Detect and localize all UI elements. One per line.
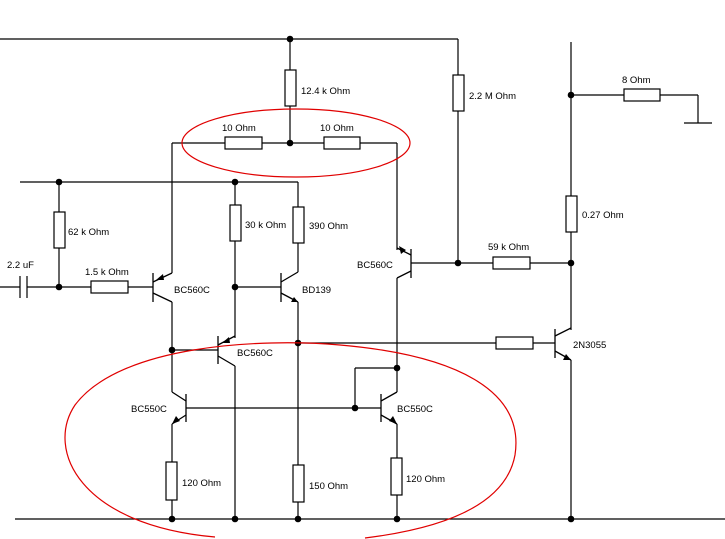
label-r-1k5: 1.5 k Ohm <box>85 267 129 278</box>
resistor-150 <box>292 464 305 519</box>
resistor-3r9 <box>298 336 555 350</box>
label-r-2m2: 2.2 M Ohm <box>469 91 516 102</box>
input-capacitor <box>0 276 91 298</box>
resistor-120-left <box>165 461 178 519</box>
label-r-12k4: 12.4 k Ohm <box>301 86 350 97</box>
transistor-q3 <box>396 246 493 392</box>
label-r-30k: 30 k Ohm <box>245 220 286 231</box>
label-r-62k: 62 k Ohm <box>68 227 109 238</box>
resistor-pair-10-ohm <box>171 136 398 273</box>
label-r-150: 150 Ohm <box>309 481 348 492</box>
label-q-2n3055: 2N3055 <box>573 340 606 351</box>
mid-rail <box>20 181 299 207</box>
label-c-2u2: 2.2 uF <box>7 260 34 271</box>
label-r-8: 8 Ohm <box>622 75 651 86</box>
transistor-q5 <box>354 367 398 458</box>
resistor-59k <box>492 256 571 270</box>
label-r-10-left: 10 Ohm <box>222 123 256 134</box>
transistor-q1 <box>152 272 173 392</box>
label-q-bc560c-3: BC560C <box>357 260 393 271</box>
label-q-bd139: BD139 <box>302 285 331 296</box>
junction-dots <box>55 35 575 523</box>
label-r-390: 390 Ohm <box>309 221 348 232</box>
resistor-1k5 <box>90 280 153 294</box>
resistor-390 <box>292 206 305 272</box>
label-r-0r27: 0.27 Ohm <box>582 210 624 221</box>
label-r-59k: 59 k Ohm <box>488 242 529 253</box>
transistor-q2 <box>172 335 236 519</box>
label-r-10-right: 10 Ohm <box>320 123 354 134</box>
transistor-bd139 <box>280 271 299 465</box>
label-q-bc560c-2: BC560C <box>237 348 273 359</box>
highlight-ellipse-bottom <box>64 342 517 539</box>
resistor-62k <box>53 182 66 287</box>
label-q-bc550c-left: BC550C <box>131 404 167 415</box>
resistor-2m2 <box>452 74 465 263</box>
resistor-12k4 <box>284 39 297 143</box>
label-r-120-left: 120 Ohm <box>182 478 221 489</box>
label-q-bc550c-right: BC550C <box>397 404 433 415</box>
output-supply-rail <box>570 42 699 196</box>
transistor-2n3055 <box>554 327 572 519</box>
highlight-ellipse-top <box>181 108 411 178</box>
label-q-bc560c-1: BC560C <box>174 285 210 296</box>
resistor-30k <box>229 182 281 338</box>
resistor-0r27 <box>565 195 578 330</box>
positive-rail <box>0 38 459 75</box>
transistor-q4 <box>171 391 355 462</box>
label-r-120-right: 120 Ohm <box>406 474 445 485</box>
resistor-120-right <box>390 457 403 519</box>
